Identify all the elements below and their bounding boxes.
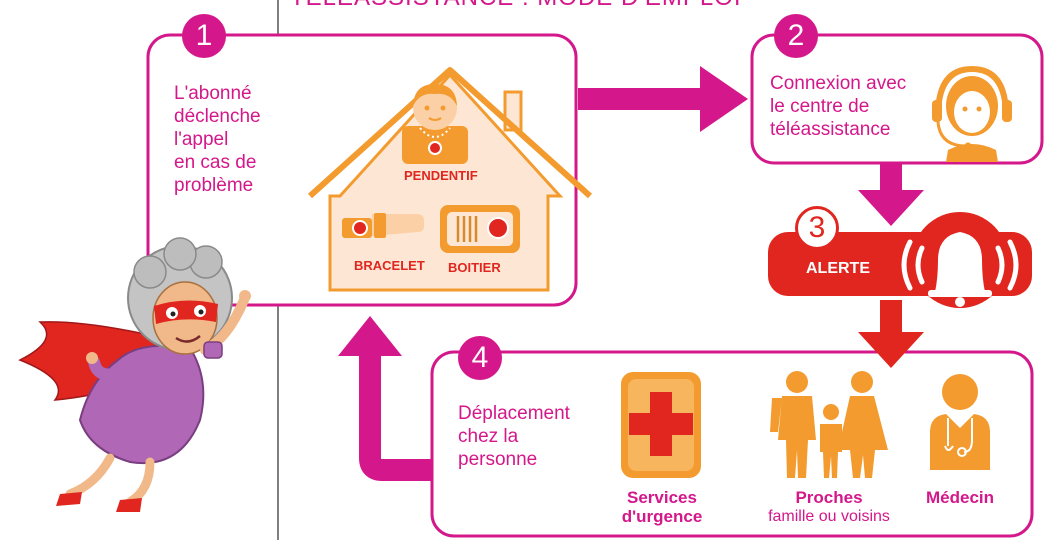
alarm-box-icon	[440, 205, 520, 253]
arrow-4-to-1	[338, 316, 432, 481]
alert-label: ALERTE	[806, 260, 870, 277]
step1-line: en cas de	[174, 152, 257, 173]
step2-line: téléassistance	[770, 119, 891, 140]
step1-number: 1	[182, 14, 226, 58]
superhero-grandma-illustration	[18, 237, 251, 512]
step1-line: déclenche	[174, 106, 261, 127]
proches-label: Proches famille ou voisins	[744, 488, 914, 526]
proches-title: Proches	[795, 488, 863, 507]
step2-line: le centre de	[770, 96, 870, 117]
bracelet-icon	[342, 213, 424, 238]
step2-description: Connexion avec le centre de téléassistan…	[770, 72, 906, 141]
step4-line: personne	[458, 449, 538, 470]
step4-line: Déplacement	[458, 403, 570, 424]
urgence-line: d'urgence	[621, 507, 703, 526]
bracelet-label: BRACELET	[354, 258, 425, 273]
urgence-line: Services	[627, 488, 697, 507]
step2-number: 2	[774, 14, 818, 58]
arrow-2-to-3	[858, 163, 924, 226]
page-title: TÉLÉASSISTANCE : MODE D'EMPLOI	[290, 0, 742, 12]
medecin-label: Médecin	[925, 488, 995, 507]
family-icon	[770, 371, 888, 478]
step3-number: 3	[795, 206, 839, 250]
operator-headset-icon	[932, 66, 1012, 162]
pendant-icon	[402, 84, 468, 164]
step1-description: L'abonné déclenche l'appel en cas de pro…	[174, 82, 261, 197]
step4-box	[430, 350, 1034, 538]
step4-number: 4	[458, 336, 502, 380]
red-cross-icon	[621, 372, 701, 478]
step1-line: L'abonné	[174, 83, 252, 104]
proches-subtitle: famille ou voisins	[768, 508, 890, 525]
step1-line: l'appel	[174, 129, 229, 150]
doctor-icon	[930, 374, 990, 470]
step2-line: Connexion avec	[770, 73, 907, 94]
urgence-label: Services d'urgence	[612, 488, 712, 526]
arrow-3-to-4	[858, 300, 924, 368]
boitier-label: BOITIER	[448, 260, 501, 275]
arrow-1-to-2	[578, 66, 748, 132]
step4-description: Déplacement chez la personne	[458, 402, 570, 471]
pendentif-label: PENDENTIF	[404, 168, 478, 183]
step1-line: problème	[174, 175, 254, 196]
bell-icon	[901, 212, 1019, 308]
step4-line: chez la	[458, 426, 519, 447]
